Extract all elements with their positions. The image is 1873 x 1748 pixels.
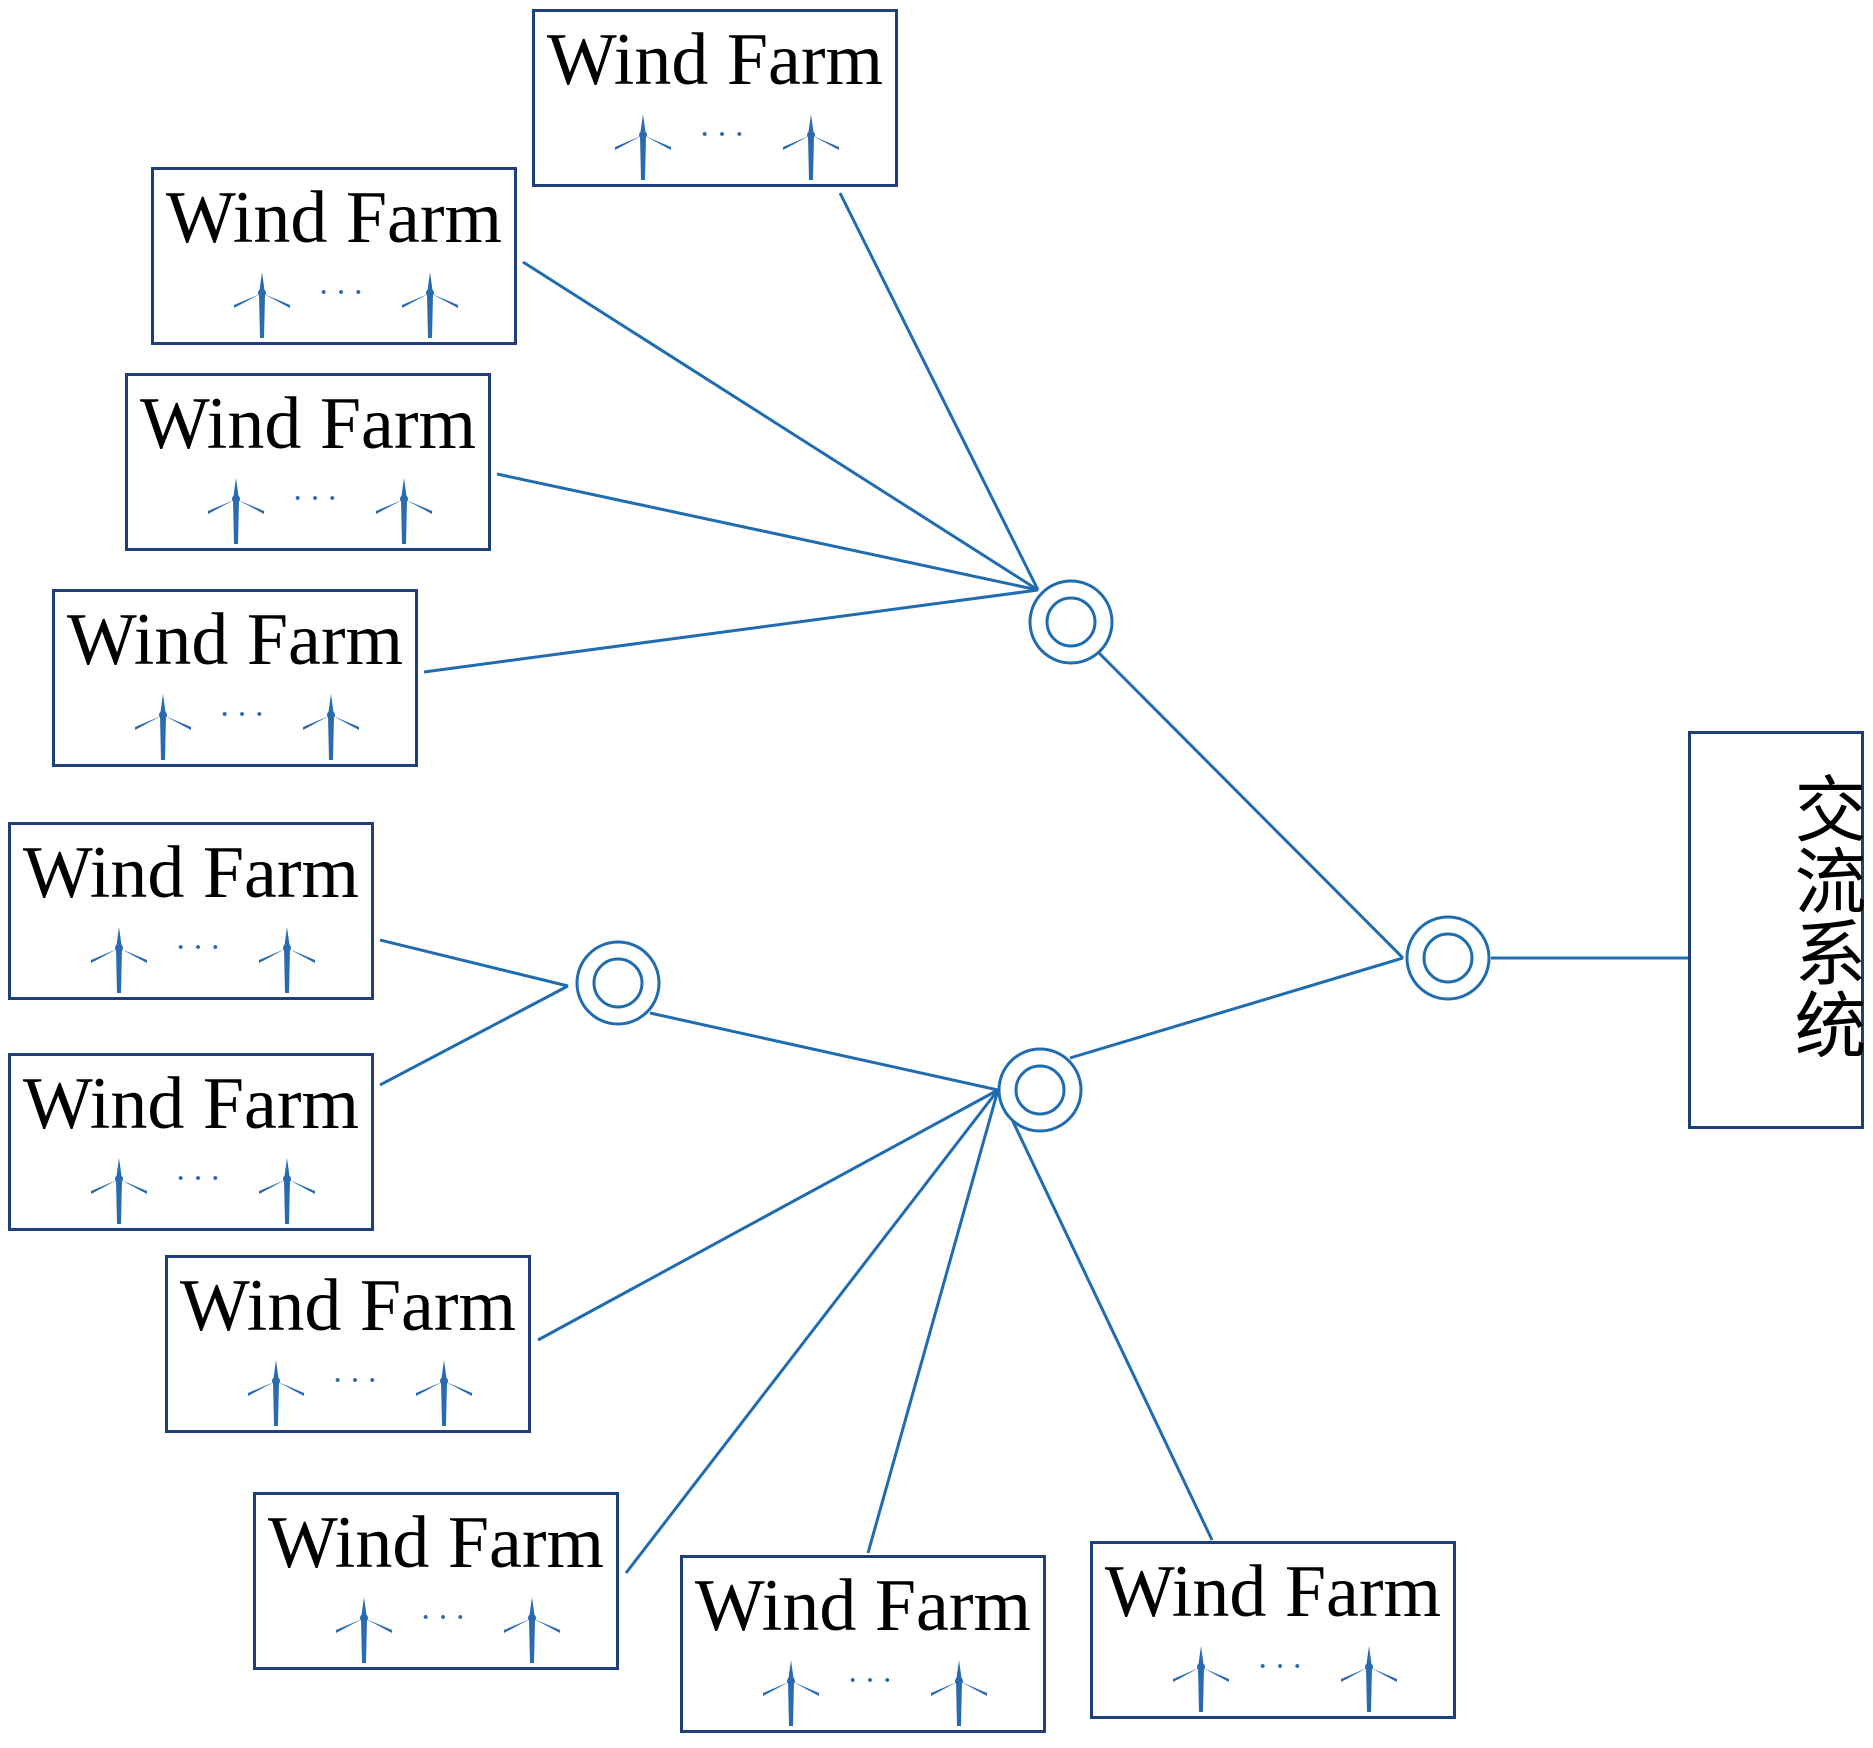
connection-line xyxy=(649,1011,999,1092)
ellipsis: ··· xyxy=(1257,1648,1309,1685)
wind-turbine-icon xyxy=(336,1597,392,1663)
wind-turbine-icon xyxy=(259,927,315,993)
wind-turbine-icon xyxy=(504,1597,560,1663)
ellipsis: ··· xyxy=(175,1160,227,1197)
ellipsis: ··· xyxy=(318,274,370,311)
ellipsis: ··· xyxy=(219,696,271,733)
wind-turbine-icon xyxy=(615,114,671,180)
wind-farm-label: Wind Farm xyxy=(22,832,360,914)
bus-node-b xyxy=(997,1047,1083,1133)
wind-farm-label: Wind Farm xyxy=(179,1265,517,1347)
bus-node-a xyxy=(1028,579,1114,665)
wind-farm-label: Wind Farm xyxy=(694,1565,1032,1647)
wind-farm-label: Wind Farm xyxy=(66,599,404,681)
ellipsis: ··· xyxy=(699,116,751,153)
ellipsis: ··· xyxy=(292,480,344,517)
ac-system-label: 交流系统 xyxy=(1782,772,1866,1060)
wind-farm-box: Wind Farm ··· xyxy=(165,1255,531,1433)
wind-farm-label: Wind Farm xyxy=(165,177,503,259)
connection-line xyxy=(1096,650,1405,960)
wind-turbine-icon xyxy=(208,478,264,544)
bus-node-c xyxy=(575,940,661,1026)
wind-farm-box: Wind Farm ··· xyxy=(680,1555,1046,1733)
connection-line xyxy=(866,1089,1000,1554)
wind-turbine-icon xyxy=(763,1660,819,1726)
wind-turbine-icon xyxy=(1341,1646,1397,1712)
connection-line xyxy=(496,472,1039,592)
connection-line xyxy=(537,1088,999,1342)
connection-line xyxy=(379,938,569,988)
wind-farm-box: Wind Farm ··· xyxy=(151,167,517,345)
connection-line xyxy=(423,588,1039,674)
wind-turbine-icon xyxy=(234,272,290,338)
wind-farm-box: Wind Farm ··· xyxy=(125,373,491,551)
wind-turbine-icon xyxy=(303,694,359,760)
wind-farm-box: Wind Farm ··· xyxy=(52,589,418,767)
wind-turbine-icon xyxy=(783,114,839,180)
ellipsis: ··· xyxy=(175,929,227,966)
wind-turbine-icon xyxy=(259,1158,315,1224)
connection-line xyxy=(379,984,569,1087)
wind-turbine-icon xyxy=(1173,1646,1229,1712)
wind-farm-box: Wind Farm ··· xyxy=(8,1053,374,1231)
wind-farm-box: Wind Farm ··· xyxy=(253,1492,619,1670)
connection-line xyxy=(624,1089,1000,1574)
wind-farm-label: Wind Farm xyxy=(22,1063,360,1145)
wind-farm-box: Wind Farm ··· xyxy=(532,9,898,187)
wind-farm-label: Wind Farm xyxy=(267,1502,605,1584)
connection-line xyxy=(1069,956,1404,1060)
ac-system-box: 交流系统 xyxy=(1688,731,1866,1129)
wind-farm-box: Wind Farm ··· xyxy=(8,822,374,1000)
ellipsis: ··· xyxy=(847,1662,899,1699)
wind-turbine-icon xyxy=(416,1360,472,1426)
wind-turbine-icon xyxy=(931,1660,987,1726)
connection-line xyxy=(838,192,1040,591)
wind-turbine-icon xyxy=(91,1158,147,1224)
connection-line xyxy=(996,1089,1214,1541)
ellipsis: ··· xyxy=(332,1362,384,1399)
wind-turbine-icon xyxy=(135,694,191,760)
wind-farm-label: Wind Farm xyxy=(139,383,477,465)
wind-farm-box: Wind Farm ··· xyxy=(1090,1541,1456,1719)
wind-turbine-icon xyxy=(402,272,458,338)
wind-turbine-icon xyxy=(248,1360,304,1426)
bus-node-main xyxy=(1405,915,1491,1001)
connection-line xyxy=(522,260,1039,592)
wind-farm-label: Wind Farm xyxy=(546,19,884,101)
wind-turbine-icon xyxy=(91,927,147,993)
ellipsis: ··· xyxy=(420,1599,472,1636)
wind-farm-label: Wind Farm xyxy=(1104,1551,1442,1633)
wind-turbine-icon xyxy=(376,478,432,544)
